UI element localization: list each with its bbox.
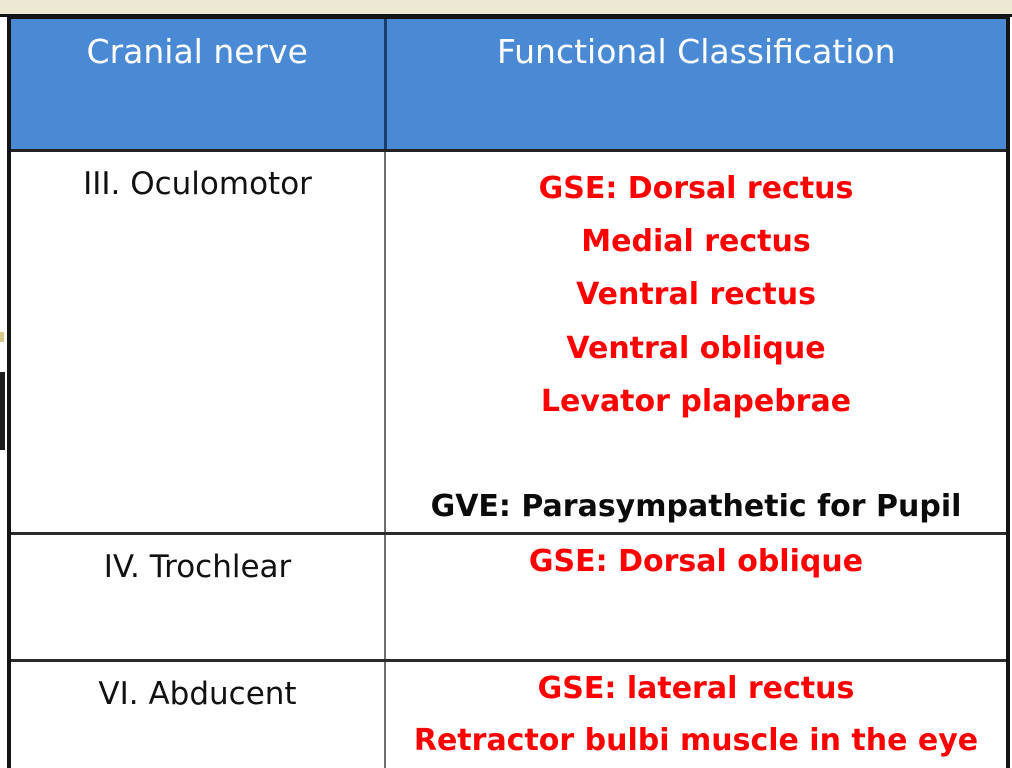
table-row: IV. Trochlear GSE: Dorsal oblique (11, 533, 1006, 662)
cell-classification-oculomotor: GSE: Dorsal rectus Medial rectus Ventral… (385, 150, 1006, 535)
classification-line: GSE: Dorsal rectus (538, 170, 854, 206)
cell-nerve-oculomotor: III. Oculomotor (11, 150, 386, 535)
left-edge-sliver-band (0, 372, 5, 450)
left-edge-sliver (0, 17, 6, 768)
cell-classification-abducent: GSE: lateral rectus Retractor bulbi musc… (385, 660, 1006, 768)
classification-spacer (387, 428, 1005, 490)
cranial-nerve-table: Cranial nerve Functional Classification … (11, 19, 1006, 768)
table-header-row: Cranial nerve Functional Classification (11, 19, 1006, 152)
table-row: III. Oculomotor GSE: Dorsal rectus Media… (11, 150, 1006, 535)
column-header-cranial-nerve: Cranial nerve (11, 19, 387, 152)
table-header: Cranial nerve Functional Classification (11, 19, 1006, 152)
classification-line: GSE: lateral rectus (537, 670, 855, 706)
classification-line: Retractor bulbi muscle in the eye (413, 723, 979, 758)
classification-line: Ventral oblique (566, 330, 826, 366)
cranial-nerve-table-container: Cranial nerve Functional Classification … (7, 16, 1010, 768)
cell-classification-trochlear: GSE: Dorsal oblique (385, 533, 1006, 662)
classification-line: GSE: Dorsal oblique (528, 543, 864, 579)
classification-line-gve: GVE: Parasympathetic for Pupil (430, 489, 962, 525)
top-cream-strip (0, 0, 1012, 14)
classification-line: Ventral rectus (576, 277, 816, 313)
classification-line: Levator plapebrae (540, 384, 852, 420)
table-row: VI. Abducent GSE: lateral rectus Retract… (11, 660, 1006, 768)
classification-line: Medial rectus (581, 223, 811, 259)
column-header-functional-classification: Functional Classification (385, 19, 1006, 152)
cell-nerve-abducent: VI. Abducent (11, 660, 386, 768)
cell-nerve-trochlear: IV. Trochlear (11, 533, 386, 662)
top-divider-rule (0, 14, 1012, 17)
left-edge-sliver-accent (0, 332, 4, 342)
table-body: III. Oculomotor GSE: Dorsal rectus Media… (11, 150, 1006, 768)
